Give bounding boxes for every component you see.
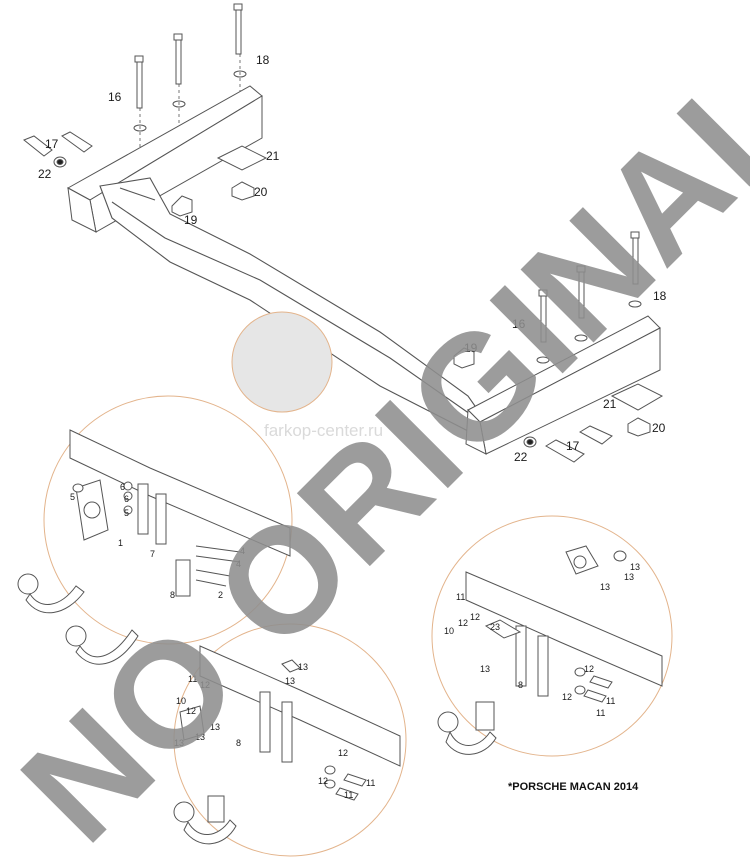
label-12-c2b: 12 — [186, 706, 196, 716]
label-8: 8 — [170, 590, 175, 600]
label-11-c2c: 11 — [344, 790, 353, 800]
label-11-c3c: 11 — [596, 708, 605, 718]
label-13-c2c: 13 — [210, 722, 220, 732]
label-17b: 17 — [566, 439, 580, 453]
label-8-c2: 8 — [236, 738, 241, 748]
label-1: 1 — [118, 538, 123, 548]
label-11-c2: 11 — [188, 674, 197, 684]
label-21b: 21 — [603, 397, 617, 411]
side-bolts-left — [23, 131, 93, 168]
plate-nut-left — [171, 145, 268, 217]
label-10-c3: 10 — [444, 626, 454, 636]
label-19b: 19 — [464, 341, 478, 355]
label-6: 6 — [120, 482, 125, 492]
plate-nut-right — [453, 347, 664, 463]
label-13-c3b: 13 — [600, 582, 610, 592]
detail-circle-a — [17, 395, 293, 665]
part-labels: 16 18 17 22 21 20 19 18 16 19 21 20 17 2… — [38, 53, 667, 800]
label-4b: 4 — [236, 559, 241, 569]
label-4: 4 — [240, 546, 245, 556]
label-5b: 5 — [124, 508, 129, 518]
label-12-c2c: 12 — [338, 748, 348, 758]
label-12-c3d: 12 — [562, 692, 572, 702]
label-11-c2b: 11 — [366, 778, 375, 788]
label-16b: 16 — [512, 317, 526, 331]
label-12-c3b: 12 — [458, 618, 468, 628]
label-13-c2b: 13 — [285, 676, 295, 686]
label-11-c3b: 11 — [606, 696, 615, 706]
label-10-c2: 10 — [176, 696, 186, 706]
label-20b: 20 — [652, 421, 666, 435]
label-13-c2a: 13 — [298, 662, 308, 672]
label-8-c3: 8 — [518, 680, 523, 690]
label-5: 5 — [70, 492, 75, 502]
bolt-group-right — [536, 231, 642, 364]
label-17: 17 — [45, 137, 59, 151]
label-20: 20 — [254, 185, 268, 199]
label-2: 2 — [218, 590, 223, 600]
right-mount-bracket — [465, 315, 661, 455]
label-13-c3d: 13 — [630, 562, 640, 572]
label-22: 22 — [38, 167, 52, 181]
label-13-c2d: 13 — [174, 738, 184, 748]
label-12-c3: 12 — [470, 612, 480, 622]
site-watermark: farkop-center.ru — [264, 421, 383, 440]
label-12-c2d: 12 — [318, 776, 328, 786]
label-22b: 22 — [514, 450, 528, 464]
label-16: 16 — [108, 90, 122, 104]
detail-circle-c — [431, 515, 673, 757]
label-18b: 18 — [653, 289, 667, 303]
label-11-c3: 11 — [456, 592, 465, 602]
label-18: 18 — [256, 53, 270, 67]
model-caption: *PORSCHE MACAN 2014 — [508, 781, 639, 793]
label-21: 21 — [266, 149, 280, 163]
label-23: 23 — [490, 622, 500, 632]
label-7: 7 — [150, 549, 155, 559]
detail-circle-b — [173, 623, 407, 857]
label-12-c3c: 12 — [584, 664, 594, 674]
label-12-c2: 12 — [200, 680, 210, 690]
label-13-c2e: 13 — [195, 732, 205, 742]
label-13-c3: 13 — [480, 664, 490, 674]
label-13-c3c: 13 — [624, 572, 634, 582]
label-19: 19 — [184, 213, 198, 227]
label-6b: 6 — [124, 494, 129, 504]
center-gray-disc — [231, 311, 333, 413]
